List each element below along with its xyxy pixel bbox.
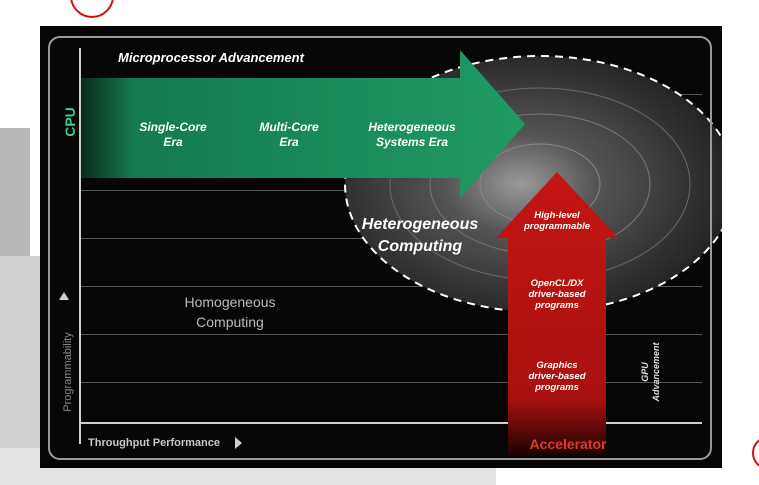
cpu-era-label: Single-Core Era [128,120,218,150]
throughput-axis-label: Throughput Performance [88,437,221,449]
stage-line: programs [535,382,579,393]
gpu-advancement-arrow [496,172,618,456]
gpu-stage-label: High-level programmable [510,210,604,232]
cpu-era-label: Multi-Core Era [246,120,332,150]
era-line: Multi-Core [259,120,319,134]
x-axis-line [80,422,702,424]
gpu-stage-label: OpenCL/DX driver-based programs [510,278,604,311]
gpu-stage-label: Graphics driver-based programs [510,360,604,393]
stage-line: High-level [534,210,580,221]
gridline [80,286,702,287]
programmability-axis-label: Programmability [62,332,74,412]
accelerator-label: Accelerator [529,436,607,452]
gpu-advancement-label: GPU Advancement [640,327,662,417]
gridline [80,334,702,335]
y-axis-line [79,48,81,444]
era-line: Single-Core [139,120,207,134]
hetero-line: Heterogeneous [361,216,479,233]
stage-line: driver-based [528,371,586,382]
era-line: Systems Era [375,135,449,149]
background-panel [0,128,30,256]
stage-line: Graphics [536,360,578,371]
era-line: Heterogeneous [368,120,456,134]
stage-line: programmable [524,221,590,232]
gpu-line: GPU [640,362,650,382]
background-panel [0,256,42,448]
slide-frame [48,36,712,460]
era-line: Era [279,135,299,149]
red-circle-icon [70,0,114,18]
stage-line: programs [535,300,579,311]
cpu-advancement-arrow [80,50,525,198]
up-arrow-icon [59,292,69,300]
era-line: Era [163,135,183,149]
cpu-era-label: Heterogeneous Systems Era [352,120,472,150]
gridline [80,382,702,383]
homogeneous-computing-label: Homogeneous Computing [170,292,290,332]
hetero-line: Computing [377,238,463,255]
stage-line: OpenCL/DX [530,278,584,289]
stage-line: driver-based [528,289,586,300]
cpu-axis-label: CPU [62,107,78,137]
diagram-slide: CPU Programmability Microprocessor Advan… [40,26,722,468]
diagram-art [80,50,722,456]
red-circle-icon [752,436,759,470]
gpu-line: Advancement [651,342,661,402]
homo-line: Computing [196,314,264,330]
heterogeneous-computing-label: Heterogeneous Computing [340,214,500,258]
right-arrow-icon [235,437,242,449]
diagram-title: Microprocessor Advancement [118,50,304,65]
homo-line: Homogeneous [184,294,276,310]
